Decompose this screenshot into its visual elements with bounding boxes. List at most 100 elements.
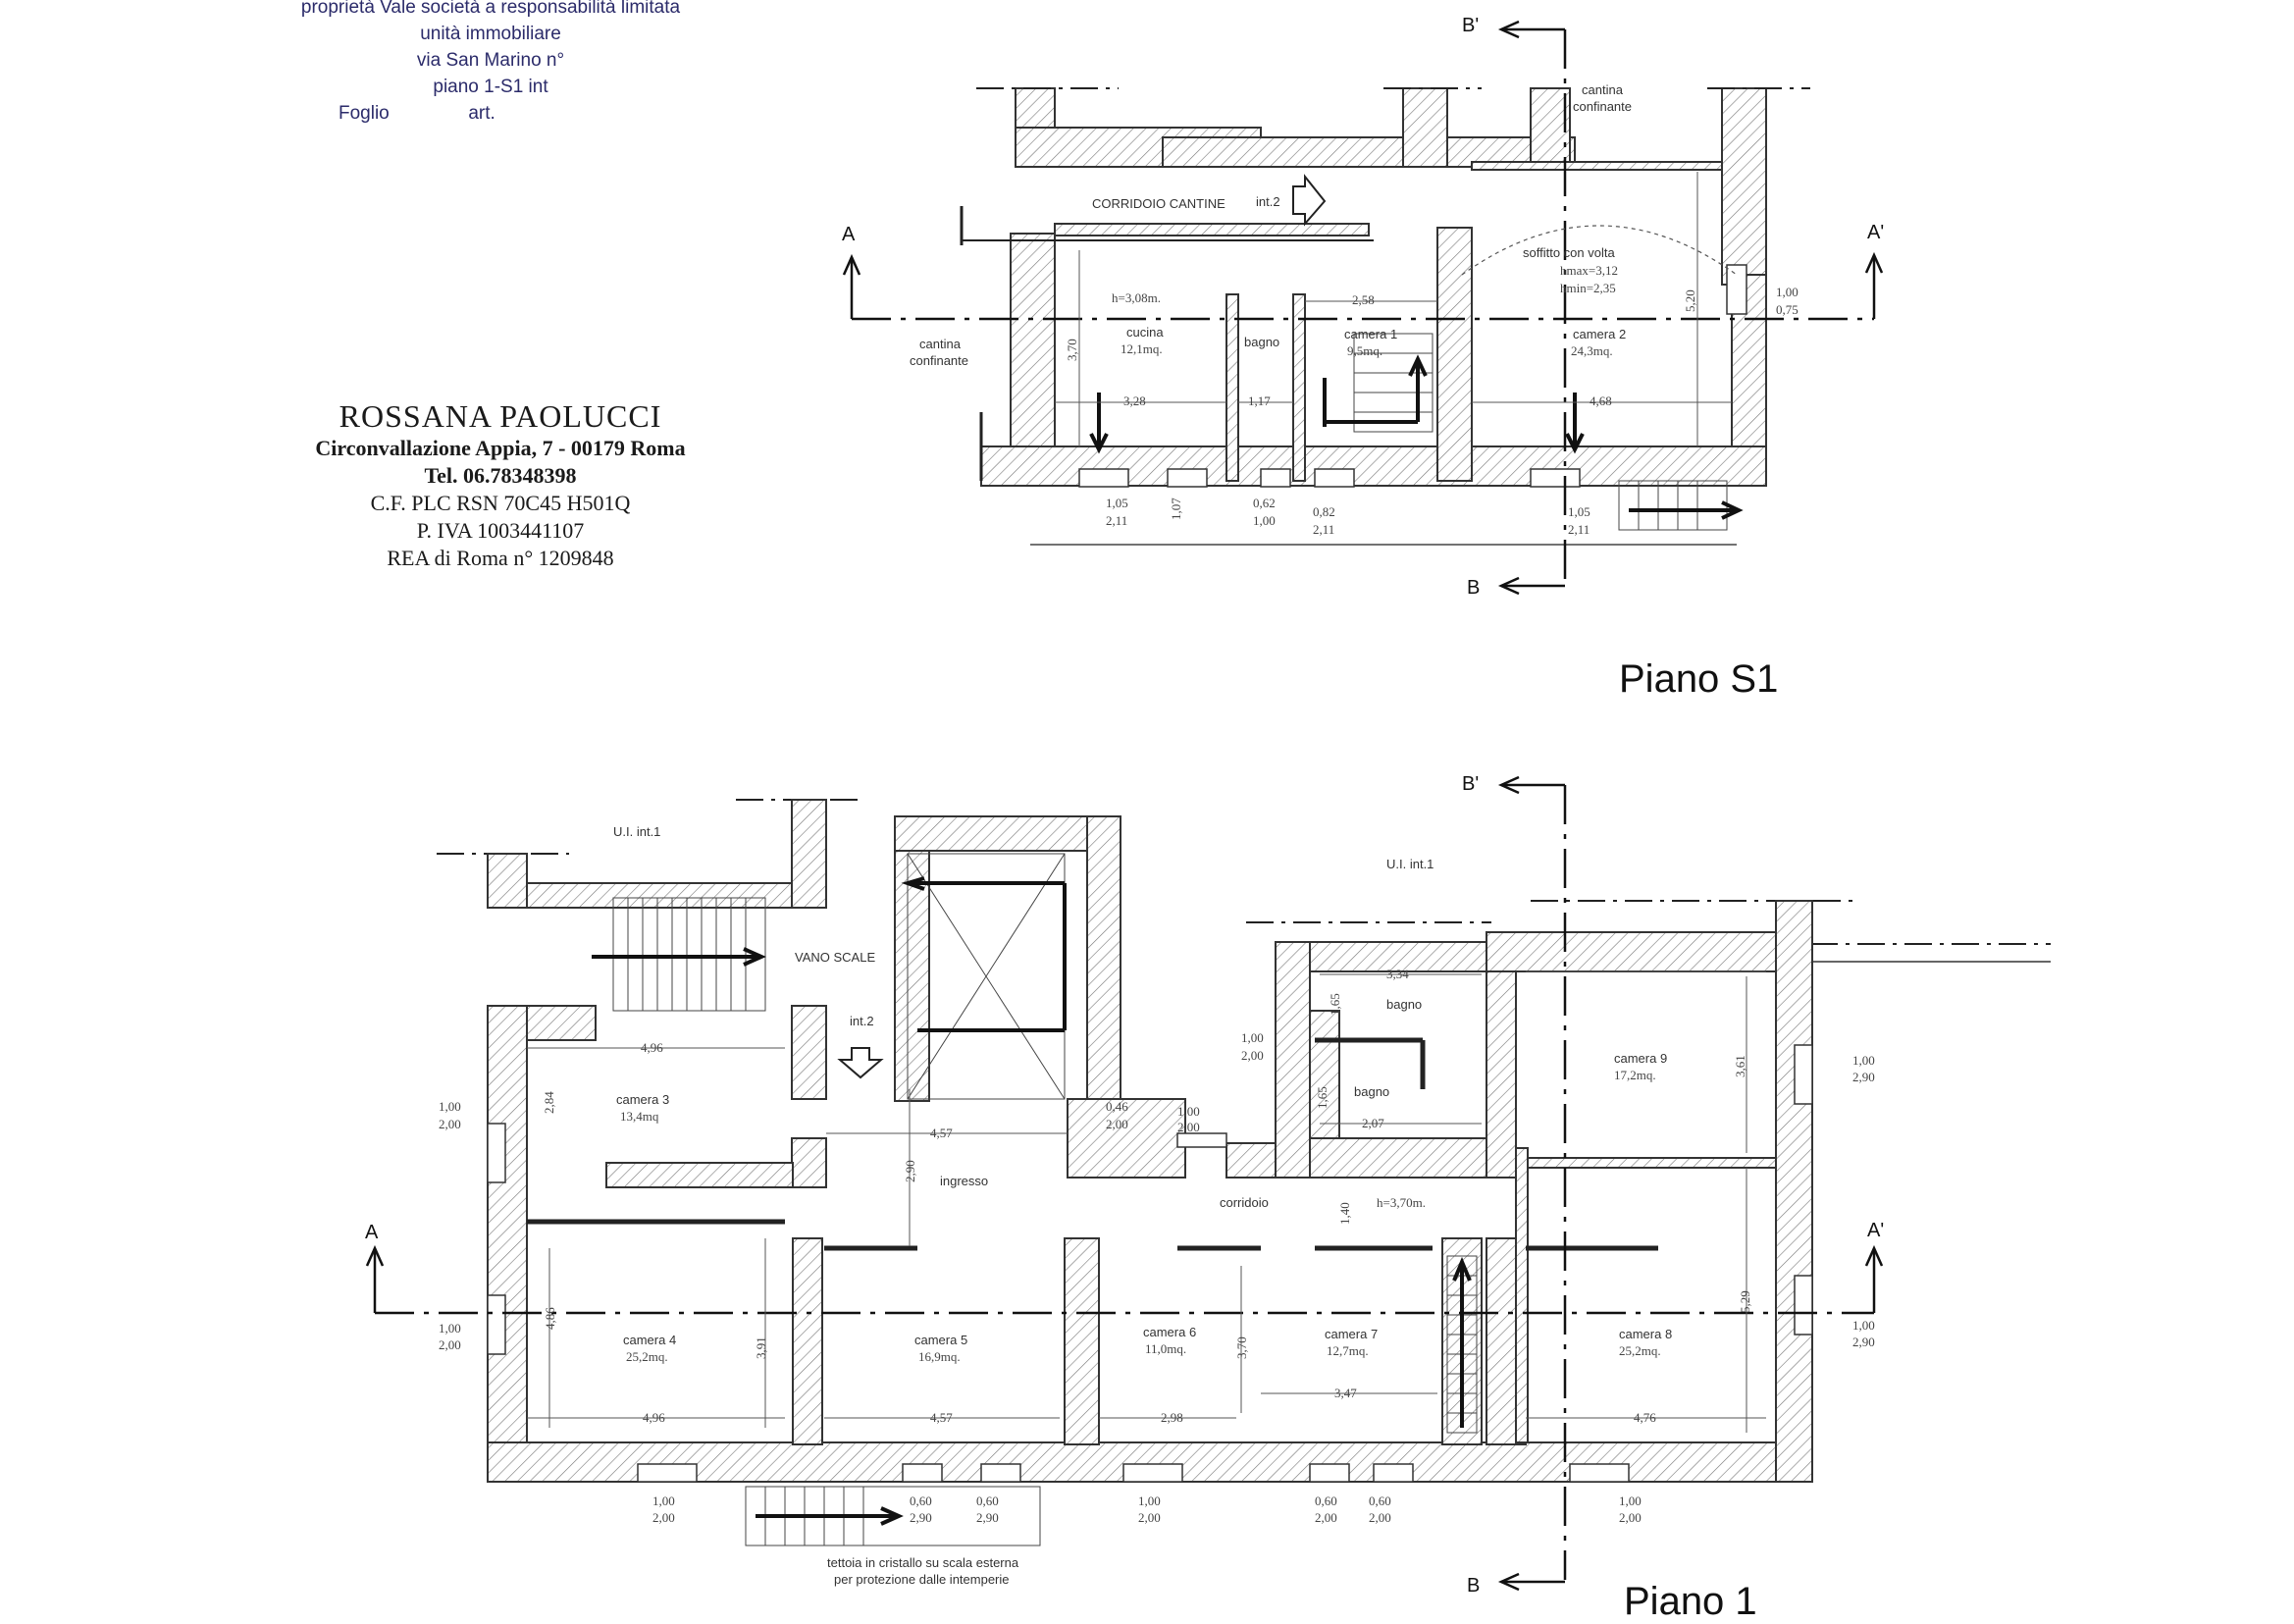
p1-wb3a: 0,60 <box>976 1493 999 1508</box>
p1-d100c: 1,00 <box>1852 1053 1875 1068</box>
header-foglio: Foglio art. <box>245 100 736 127</box>
s1-dim-258: 2,58 <box>1352 292 1375 307</box>
s1-camera1-2: 9,5mq. <box>1347 343 1382 358</box>
p1-wb7b: 2,00 <box>1619 1510 1642 1525</box>
p1-d046: 0,46 <box>1106 1099 1128 1114</box>
architect-stamp: ROSSANA PAOLUCCI Circonvallazione Appia,… <box>275 397 726 572</box>
s1-dim-117: 1,17 <box>1248 393 1271 408</box>
p1-d200d: 2,00 <box>439 1117 461 1131</box>
s1-camera2-2: 24,3mq. <box>1571 343 1613 358</box>
p1-d165a: 1,65 <box>1328 993 1342 1016</box>
p1-d100e: 1,00 <box>439 1321 461 1336</box>
header-owner: proprietà Vale società a responsabilità … <box>300 0 681 18</box>
p1-d496b: 4,96 <box>643 1410 665 1425</box>
p1-d334: 3,34 <box>1386 967 1409 981</box>
s1-dim-468: 4,68 <box>1590 393 1612 408</box>
s1-hmax: hmax=3,12 <box>1560 263 1618 278</box>
s1-windows <box>1078 264 1747 488</box>
p1-d370: 3,70 <box>1234 1336 1249 1359</box>
p1-d290b: 2,90 <box>1852 1070 1875 1084</box>
p1-corridoio: corridoio <box>1220 1195 1269 1210</box>
art-label: art. <box>468 103 495 124</box>
p1-d486: 4,86 <box>543 1307 557 1330</box>
s1-section-bb <box>1497 20 1567 596</box>
p1-d361: 3,61 <box>1733 1055 1747 1077</box>
p1-wb5a: 0,60 <box>1315 1493 1337 1508</box>
p1-d200c: 2,00 <box>1241 1048 1264 1063</box>
p1-h-corr: h=3,70m. <box>1377 1195 1426 1210</box>
p1-camera9-1: camera 9 <box>1614 1051 1667 1066</box>
s1-d107: 1,07 <box>1169 498 1183 520</box>
stamp-tel: Tel. 06.78348398 <box>424 463 577 488</box>
p1-tettoia-1: tettoia in cristallo su scala esterna <box>827 1555 1019 1570</box>
p1-d298: 2,98 <box>1161 1410 1183 1425</box>
p1-section-a: A <box>365 1222 379 1243</box>
p1-wb3b: 2,90 <box>976 1510 999 1525</box>
s1-section-a-prime: A' <box>1867 222 1884 243</box>
p1-d100a: 1,00 <box>1177 1104 1200 1119</box>
s1-section-b-prime: B' <box>1462 15 1479 36</box>
p1-wb1a: 1,00 <box>652 1493 675 1508</box>
p1-int2: int.2 <box>850 1014 874 1028</box>
p1-camera4-1: camera 4 <box>623 1333 676 1347</box>
p1-camera7-1: camera 7 <box>1325 1327 1378 1341</box>
s1-w4b: 2,11 <box>1568 522 1590 537</box>
p1-d207: 2,07 <box>1362 1116 1384 1130</box>
s1-bagno: bagno <box>1244 335 1279 349</box>
p1-d496a: 4,96 <box>641 1040 663 1055</box>
s1-dim-328: 3,28 <box>1123 393 1146 408</box>
p1-camera9-2: 17,2mq. <box>1614 1068 1656 1082</box>
p1-section-bb <box>1497 775 1567 1592</box>
s1-dim-075: 0,75 <box>1776 302 1799 317</box>
s1-w4a: 1,05 <box>1568 504 1590 519</box>
p1-camera4-2: 25,2mq. <box>626 1349 668 1364</box>
s1-w2a: 0,62 <box>1253 496 1276 510</box>
p1-d457b: 4,57 <box>930 1410 953 1425</box>
p1-ingresso: ingresso <box>940 1174 988 1188</box>
s1-cucina-1: cucina <box>1126 325 1164 340</box>
s1-dim-lines <box>1055 172 1732 446</box>
p1-section-b: B <box>1467 1575 1480 1597</box>
p1-walls <box>487 799 1813 1483</box>
stamp-name: ROSSANA PAOLUCCI <box>339 398 662 434</box>
s1-cucina-h: h=3,08m. <box>1112 290 1161 305</box>
p1-camera5-2: 16,9mq. <box>918 1349 961 1364</box>
p1-d100b: 1,00 <box>1241 1030 1264 1045</box>
p1-ui-right: U.I. int.1 <box>1386 857 1434 871</box>
property-header: proprietà Vale società a responsabilità … <box>245 0 736 127</box>
p1-d100f: 1,00 <box>1852 1318 1875 1333</box>
p1-d165b: 1,65 <box>1315 1086 1329 1109</box>
p1-wb6a: 0,60 <box>1369 1493 1391 1508</box>
p1-section-a-prime: A' <box>1867 1220 1884 1241</box>
plan-s1-title: Piano S1 <box>1619 657 1779 701</box>
s1-corridor-label: CORRIDOIO CANTINE <box>1092 196 1225 211</box>
s1-cantina-top-1: cantina <box>1582 82 1624 97</box>
p1-wb2b: 2,90 <box>910 1510 932 1525</box>
p1-camera7-2: 12,7mq. <box>1327 1343 1369 1358</box>
s1-camera2-1: camera 2 <box>1573 327 1626 341</box>
stamp-cf: C.F. PLC RSN 70C45 H501Q <box>370 491 631 515</box>
p1-d476: 4,76 <box>1634 1410 1656 1425</box>
p1-d290: 2,90 <box>903 1160 917 1182</box>
s1-section-b: B <box>1467 577 1480 599</box>
p1-d140: 1,40 <box>1337 1202 1352 1225</box>
p1-camera3-2: 13,4mq <box>620 1109 659 1124</box>
p1-section-b-prime: B' <box>1462 773 1479 795</box>
s1-hmin: hmin=2,35 <box>1560 281 1616 295</box>
p1-wb7a: 1,00 <box>1619 1493 1642 1508</box>
p1-d457a: 4,57 <box>930 1126 953 1140</box>
p1-d200a: 2,00 <box>1106 1117 1128 1131</box>
s1-camera1-1: camera 1 <box>1344 327 1397 341</box>
s1-w1b: 2,11 <box>1106 513 1127 528</box>
s1-cucina-2: 12,1mq. <box>1121 341 1163 356</box>
p1-tettoia-2: per protezione dalle intemperie <box>834 1572 1010 1587</box>
stamp-piva: P. IVA 1003441107 <box>416 518 585 543</box>
s1-stair <box>1353 333 1728 531</box>
p1-partitions <box>527 1037 1658 1251</box>
p1-d391: 3,91 <box>754 1336 768 1359</box>
s1-dim-370: 3,70 <box>1065 339 1079 361</box>
header-floor: piano 1-S1 int <box>433 77 548 97</box>
p1-camera6-2: 11,0mq. <box>1145 1341 1186 1356</box>
s1-w1a: 1,05 <box>1106 496 1128 510</box>
